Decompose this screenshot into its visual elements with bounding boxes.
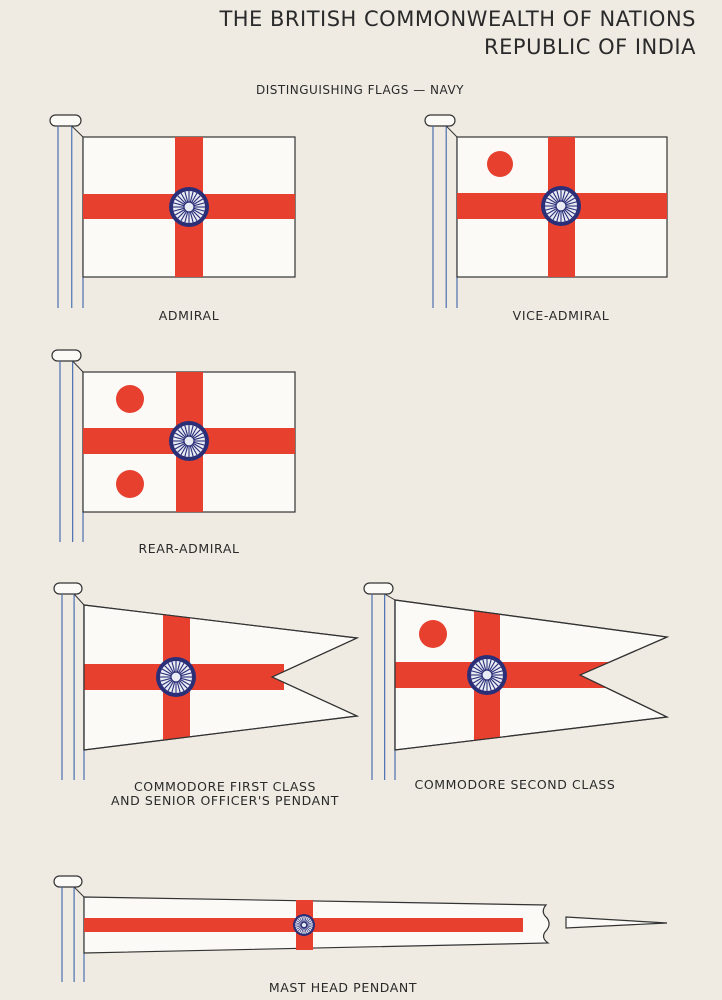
chakra-icon bbox=[169, 187, 209, 227]
flagpole bbox=[363, 582, 396, 780]
commodore-first-class-pendant bbox=[53, 582, 360, 780]
chakra-icon bbox=[467, 655, 507, 695]
mast-head-label: MAST HEAD PENDANT bbox=[269, 980, 417, 995]
chakra-icon bbox=[293, 914, 315, 936]
pole-cap bbox=[51, 349, 82, 362]
flagpole bbox=[424, 114, 458, 308]
chakra-icon bbox=[169, 421, 209, 461]
subtitle: DISTINGUISHING FLAGS — NAVY bbox=[256, 83, 464, 97]
red-disc bbox=[116, 385, 144, 413]
commodore-first-label-1: COMMODORE FIRST CLASS bbox=[134, 779, 316, 794]
flagpole bbox=[51, 349, 84, 542]
admiral-label: ADMIRAL bbox=[159, 308, 220, 323]
commodore-second-label: COMMODORE SECOND CLASS bbox=[415, 777, 616, 792]
rear-admiral-label: REAR-ADMIRAL bbox=[138, 541, 239, 556]
chakra-icon bbox=[541, 186, 581, 226]
pole-cap bbox=[53, 582, 83, 595]
vice-admiral-flag bbox=[424, 114, 668, 308]
title-line-2: REPUBLIC OF INDIA bbox=[484, 35, 696, 59]
pole-cap bbox=[424, 114, 456, 127]
vice-admiral-label: VICE-ADMIRAL bbox=[513, 308, 610, 323]
flagpole bbox=[49, 114, 84, 308]
mast-head-pendant bbox=[53, 875, 668, 982]
rear-admiral-flag bbox=[51, 349, 296, 542]
pole-cap bbox=[363, 582, 394, 595]
commodore-second-class-pendant bbox=[363, 582, 670, 780]
chakra-icon bbox=[156, 657, 196, 697]
commodore-first-label-2: AND SENIOR OFFICER'S PENDANT bbox=[111, 793, 339, 808]
red-disc bbox=[116, 470, 144, 498]
flagpole bbox=[53, 875, 85, 982]
red-disc bbox=[487, 151, 513, 177]
pole-cap bbox=[49, 114, 82, 127]
admiral-flag bbox=[49, 114, 296, 308]
title-line-1: THE BRITISH COMMONWEALTH OF NATIONS bbox=[218, 7, 696, 31]
pole-cap bbox=[53, 875, 83, 888]
pendant-tip bbox=[565, 916, 668, 929]
red-disc bbox=[419, 620, 447, 648]
flagpole bbox=[53, 582, 85, 780]
